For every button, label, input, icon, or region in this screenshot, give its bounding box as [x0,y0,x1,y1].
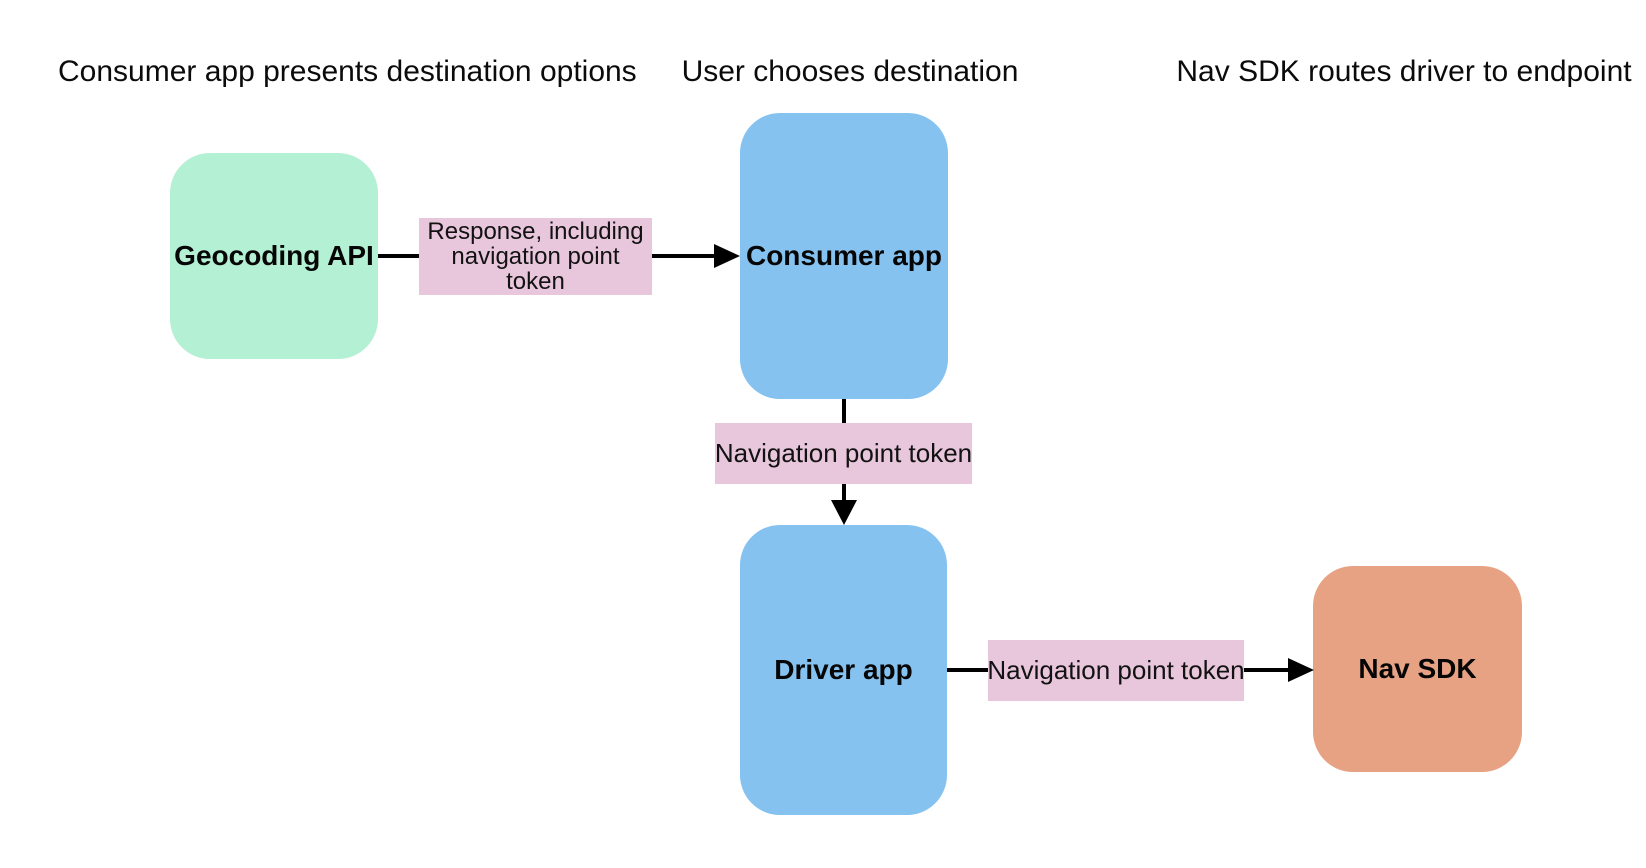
node-driver-app-label: Driver app [774,654,913,685]
arrowhead-right-icon [1288,658,1314,682]
node-nav-sdk-label: Nav SDK [1358,653,1477,684]
connector-consumer-to-label-line [842,399,846,423]
node-geocoding-api-label: Geocoding API [174,240,374,271]
connector-geocoding-to-label-line [378,254,419,258]
node-nav-sdk: Nav SDK [1313,566,1522,772]
node-consumer-app: Consumer app [740,113,948,399]
connector-label-to-consumer-line [652,254,714,258]
arrowhead-right-icon [714,244,740,268]
node-consumer-app-label: Consumer app [745,240,943,271]
node-driver-app: Driver app [740,525,947,815]
node-geocoding-api: Geocoding API [170,153,378,359]
connector-driver-to-label-line [947,668,988,672]
arrowhead-down-icon [831,500,857,525]
connector-label-to-driver-line [842,484,846,502]
connector-label-to-navsdk-line [1244,668,1288,672]
step-header-navsdk-routes: Nav SDK routes driver to endpoint [1176,55,1632,88]
edge-label-navigation-point-token-consumer-to-driver: Navigation point token [715,423,972,484]
step-header-user-chooses: User chooses destination [681,55,1019,88]
edge-label-response-navigation-point-token: Response, including navigation point tok… [419,218,652,295]
step-header-consumer-presents: Consumer app presents destination option… [58,55,637,88]
edge-label-navigation-point-token-driver-to-navsdk: Navigation point token [987,640,1245,701]
